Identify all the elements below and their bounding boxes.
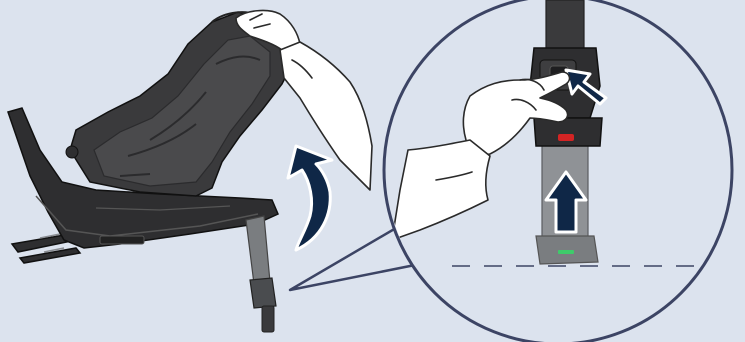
callout-content	[391, 0, 700, 267]
release-button-red	[558, 134, 574, 141]
hand-pressing-button	[391, 71, 571, 241]
diagonal-arrow-icon	[564, 68, 608, 106]
seat-base	[7, 107, 279, 249]
indicator-green	[558, 250, 574, 254]
car-seat	[7, 11, 293, 264]
support-leg	[245, 215, 277, 333]
isofix-connectors	[10, 233, 82, 264]
curved-arrow-up-icon	[286, 144, 334, 252]
straight-arrow-up-icon	[544, 170, 588, 234]
hand-tilting-seat	[235, 9, 373, 191]
